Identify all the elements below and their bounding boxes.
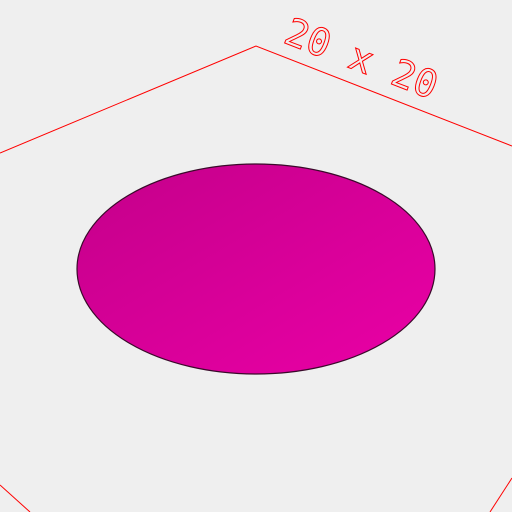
build-plate-outline-front [0, 484, 31, 512]
model-disc[interactable] [76, 163, 436, 375]
build-plate-outline-right [489, 477, 512, 512]
build-plate-outline [0, 45, 512, 154]
build-plate-size-label: 20 x 20 [279, 9, 444, 107]
